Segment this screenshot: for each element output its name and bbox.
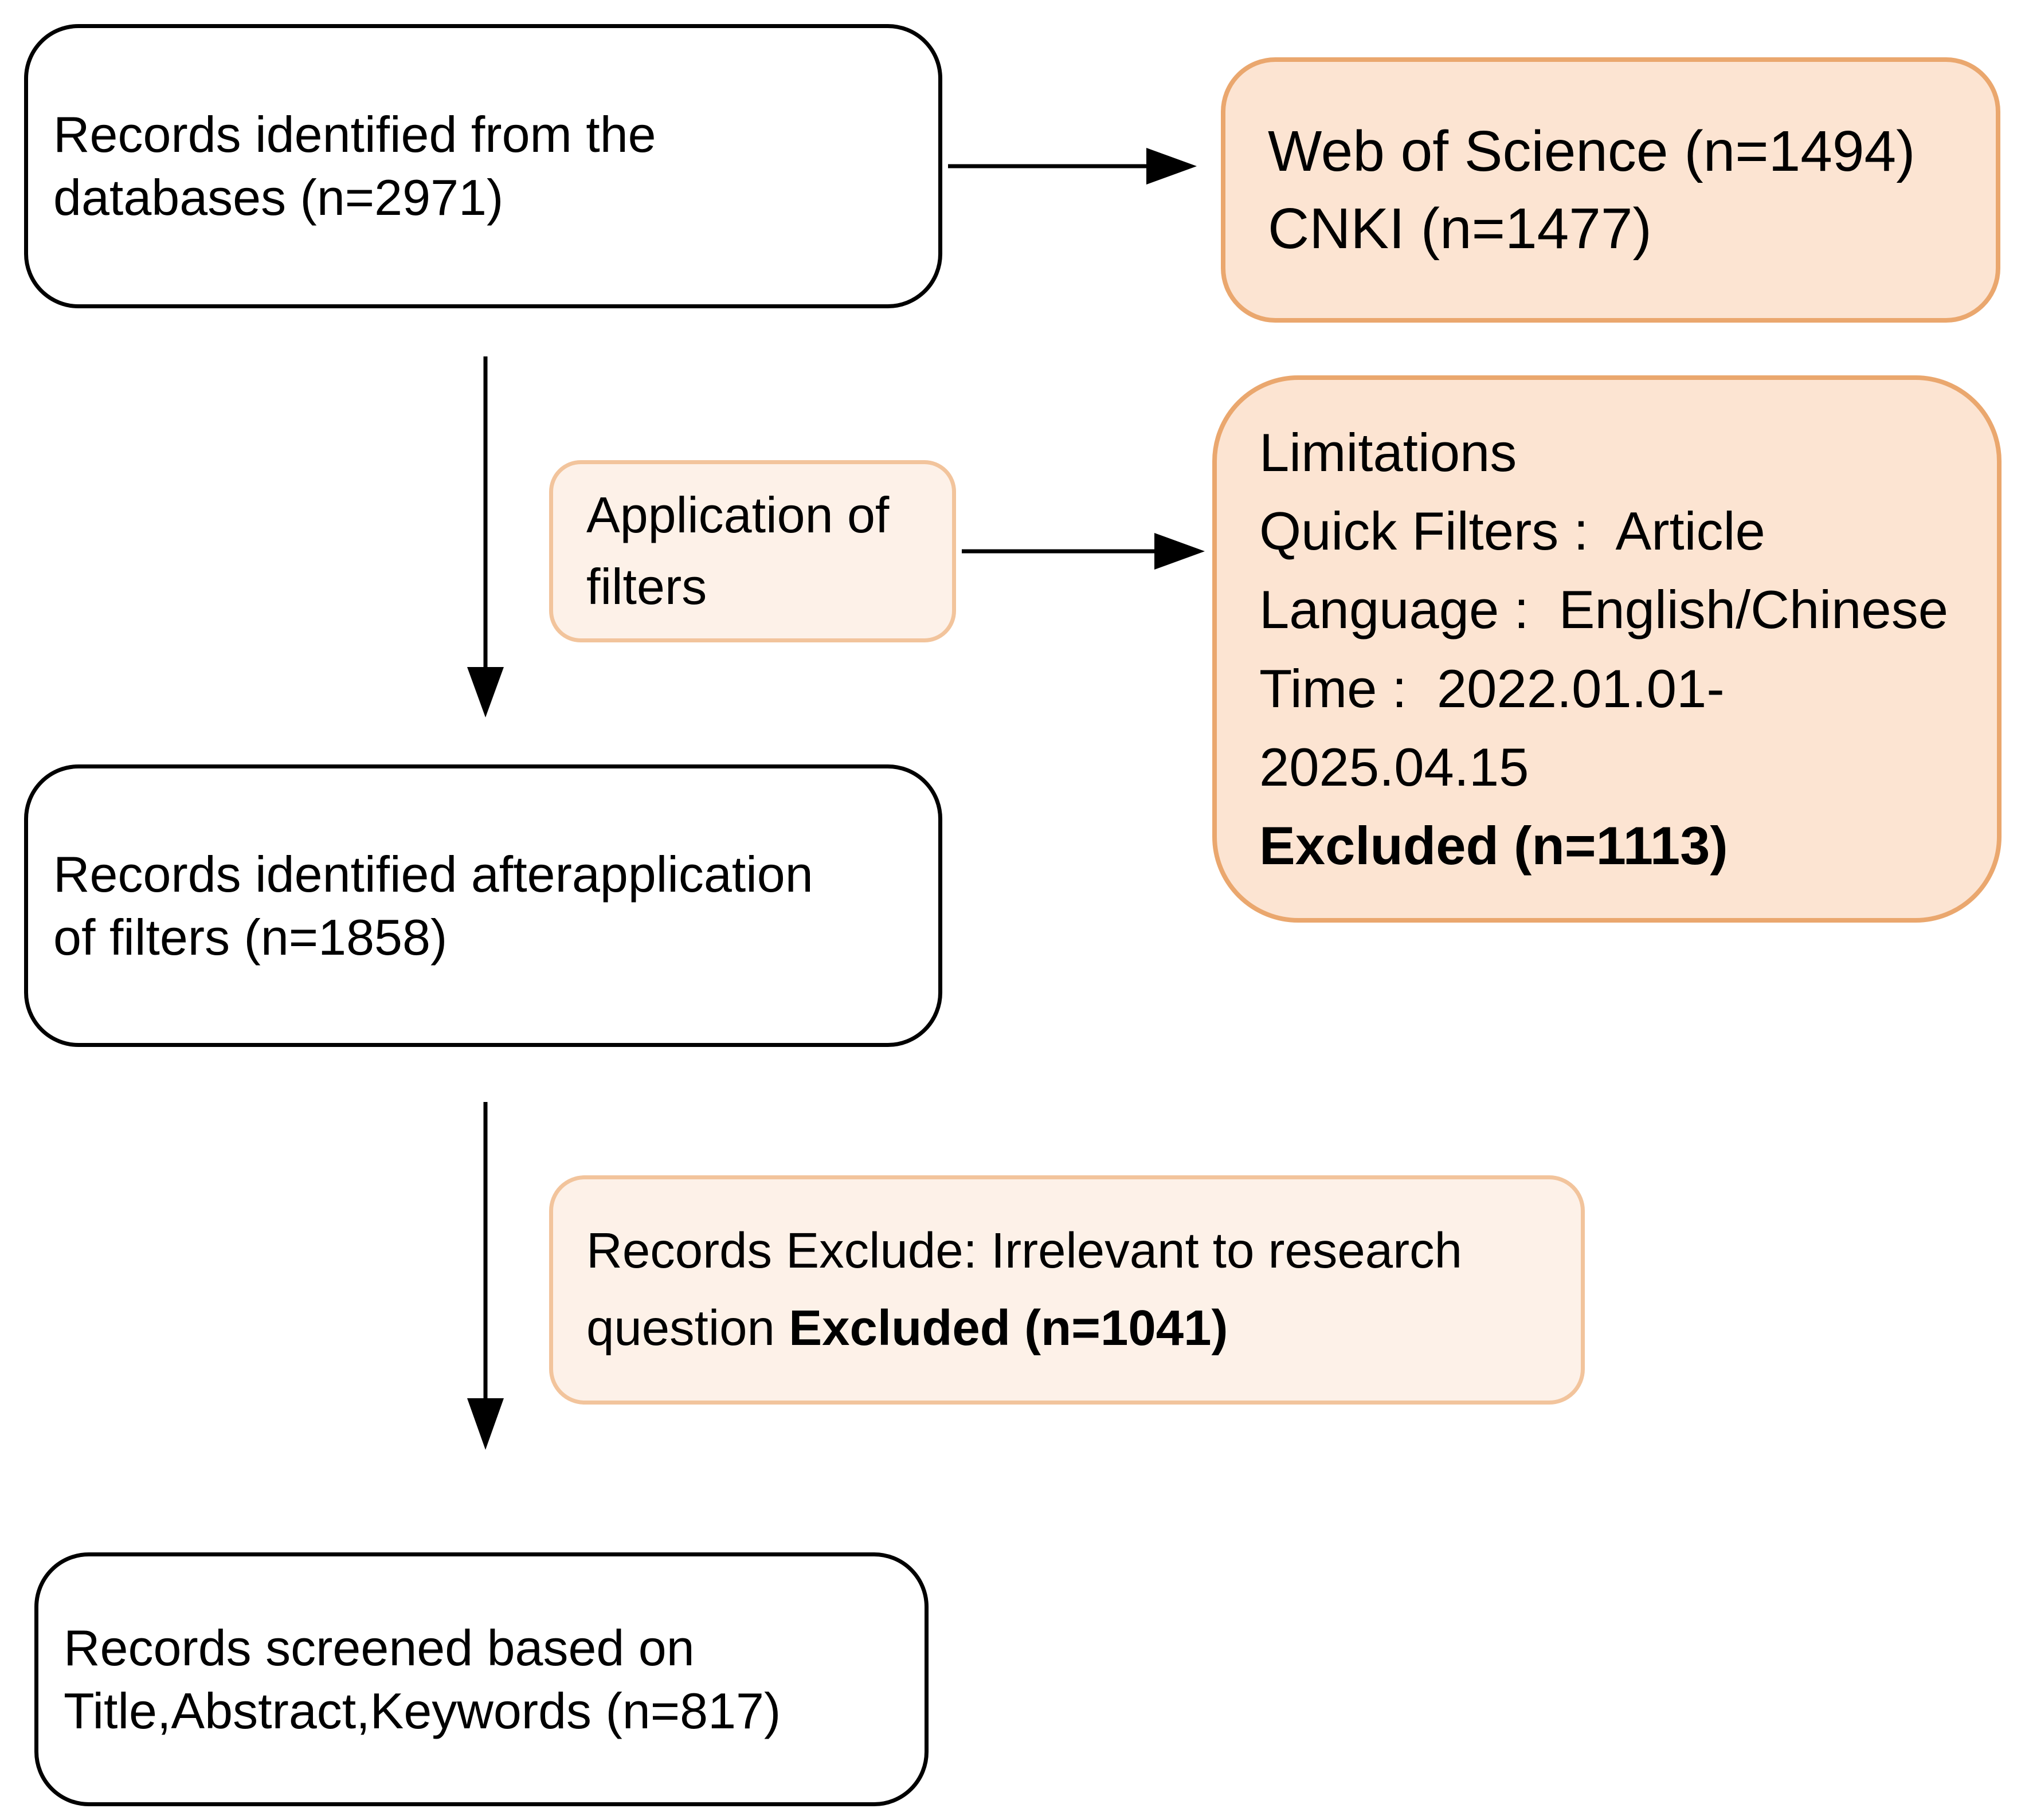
box-records-exclude: Records Exclude: Irrelevant to research … (549, 1175, 1585, 1405)
box-line: Records screened based on (64, 1619, 695, 1676)
box-line: filters (586, 558, 707, 615)
box-records-after-filters: Records identified afterapplication of f… (24, 764, 942, 1047)
box-records-screened: Records screened based on Title,Abstract… (34, 1552, 929, 1806)
arrow-after-filters-to-screened (467, 1102, 504, 1450)
exclude-reason-text: question (586, 1300, 789, 1356)
box-line: Time : 2022.01.01- (1259, 658, 1725, 719)
arrow-identified-to-sources (948, 148, 1197, 185)
box-line: Records identified afterapplication (53, 845, 813, 903)
box-line: 2025.04.15 (1259, 736, 1529, 797)
arrow-identified-to-after-filters (467, 356, 504, 717)
arrow-filters-to-limitations (962, 533, 1205, 570)
excluded-count-label: Excluded (n=1113) (1259, 815, 1728, 876)
box-line: Records identified from the (53, 106, 656, 163)
box-line: Quick Filters : Article (1259, 501, 1765, 562)
box-line: Limitations (1259, 422, 1517, 483)
box-line: of filters (n=1858) (53, 908, 448, 966)
box-line: CNKI (n=1477) (1268, 196, 1652, 261)
box-line: databases (n=2971) (53, 169, 504, 226)
box-application-of-filters: Application of filters (549, 460, 956, 642)
box-database-sources: Web of Science (n=1494) CNKI (n=1477) (1221, 57, 2000, 323)
box-line: Language : English/Chinese (1259, 579, 1948, 640)
box-line: Title,Abstract,Keywords (n=817) (64, 1682, 781, 1739)
box-line: Records Exclude: Irrelevant to research (586, 1223, 1463, 1279)
box-records-identified-databases: Records identified from the databases (n… (24, 24, 942, 308)
excluded-count-label: Excluded (n=1041) (789, 1300, 1228, 1356)
box-limitations: Limitations Quick Filters : Article Lang… (1212, 375, 2002, 923)
box-line: Application of (586, 487, 890, 544)
box-line: question Excluded (n=1041) (586, 1290, 1569, 1367)
box-line: Web of Science (n=1494) (1268, 119, 1916, 183)
